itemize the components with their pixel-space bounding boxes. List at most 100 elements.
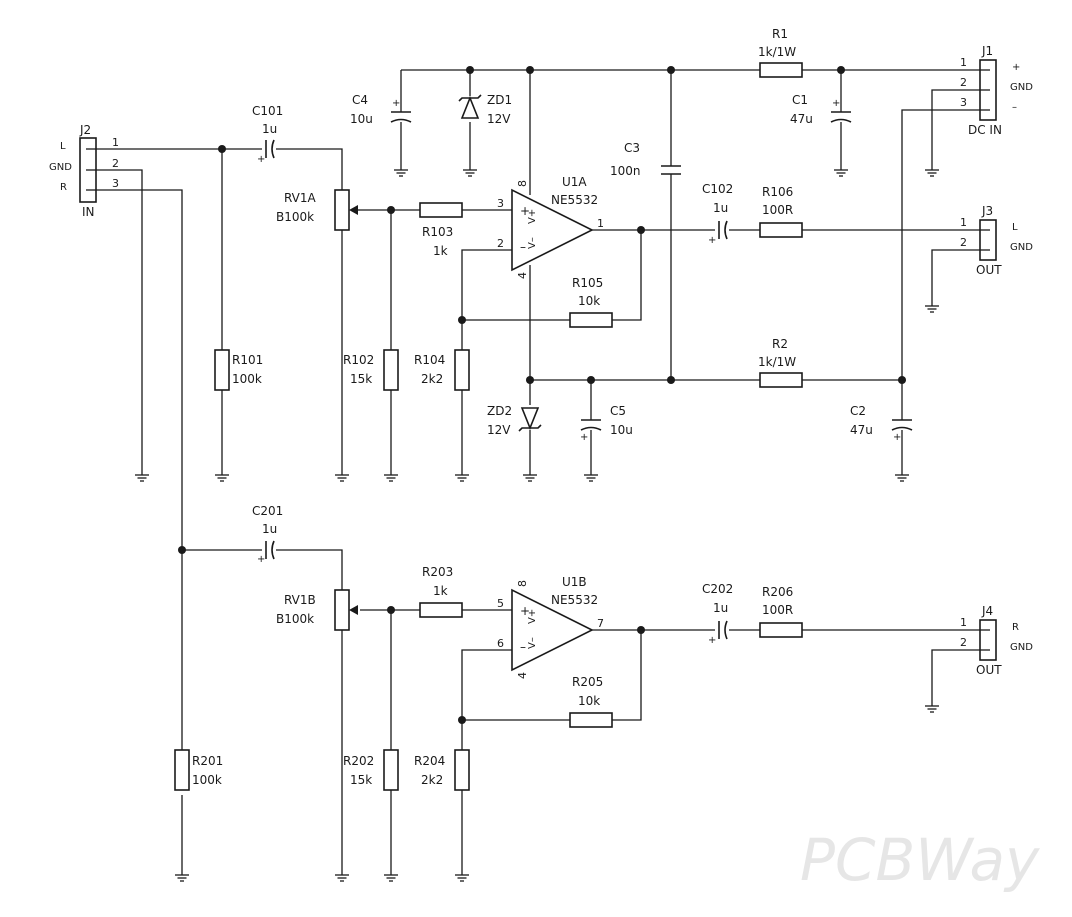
rv1a-value: B100k bbox=[276, 210, 314, 224]
c5-value: 10u bbox=[610, 423, 633, 437]
r205-ref: R205 bbox=[572, 675, 603, 689]
capacitor-c3: C3 100n bbox=[610, 141, 681, 178]
capacitor-c202: + C202 1u bbox=[702, 582, 733, 646]
j4-name: OUT bbox=[976, 663, 1002, 677]
r206-value: 100R bbox=[762, 603, 793, 617]
potentiometer-rv1b: RV1B B100k bbox=[276, 589, 358, 631]
c201-plus: + bbox=[257, 554, 265, 565]
resistor-r103: R103 1k bbox=[419, 202, 463, 258]
u1a-pin-8: 8 bbox=[516, 180, 529, 187]
r204-ref: R204 bbox=[414, 754, 445, 768]
c102-plus: + bbox=[708, 235, 716, 246]
capacitor-c2: + C2 47u bbox=[850, 404, 913, 443]
r202-ref: R202 bbox=[343, 754, 374, 768]
u1a-part: NE5532 bbox=[551, 193, 598, 207]
u1b-ref: U1B bbox=[562, 575, 587, 589]
c101-plus: + bbox=[257, 154, 265, 165]
r205-value: 10k bbox=[578, 694, 600, 708]
r102-value: 15k bbox=[350, 372, 372, 386]
c4-plus: + bbox=[392, 98, 400, 109]
j2-name: IN bbox=[82, 205, 95, 219]
r104-value: 2k2 bbox=[421, 372, 443, 386]
j2-signal-1: L bbox=[60, 141, 66, 152]
c202-plus: + bbox=[708, 635, 716, 646]
c1-value: 47u bbox=[790, 112, 813, 126]
j1-signal-2: GND bbox=[1010, 82, 1033, 93]
junction-dots bbox=[178, 66, 906, 724]
c3-ref: C3 bbox=[624, 141, 640, 155]
r203-ref: R203 bbox=[422, 565, 453, 579]
rv1b-ref: RV1B bbox=[284, 593, 316, 607]
capacitor-c101: + C101 1u bbox=[252, 104, 283, 165]
c2-plus: + bbox=[893, 432, 901, 443]
capacitor-c1: + C1 47u bbox=[790, 93, 852, 126]
capacitor-c4: + C4 10u bbox=[350, 93, 412, 126]
u1a-pin-1: 1 bbox=[597, 217, 604, 230]
resistor-r202: R202 15k bbox=[343, 749, 399, 791]
u1a-pin-2: 2 bbox=[497, 237, 504, 250]
r206-ref: R206 bbox=[762, 585, 793, 599]
u1b-vneg-label: V– bbox=[527, 637, 538, 649]
zener-zd2: ZD2 12V bbox=[487, 404, 542, 437]
j2-signal-3: R bbox=[60, 182, 67, 193]
resistor-r105: R105 10k bbox=[569, 276, 613, 328]
connector-j4: J4 OUT R GND 1 2 bbox=[960, 604, 1033, 677]
resistor-r203: R203 1k bbox=[419, 565, 463, 618]
r203-value: 1k bbox=[433, 584, 448, 598]
j4-pin-1: 1 bbox=[960, 616, 967, 629]
zd2-value: 12V bbox=[487, 423, 511, 437]
u1b-pin-4: 4 bbox=[516, 672, 529, 679]
u1b-pin-5: 5 bbox=[497, 597, 504, 610]
u1a-plus-sign: + bbox=[520, 204, 530, 218]
j2-pin-2: 2 bbox=[112, 157, 119, 170]
r106-value: 100R bbox=[762, 203, 793, 217]
c1-plus: + bbox=[832, 98, 840, 109]
r104-ref: R104 bbox=[414, 353, 445, 367]
j2-pin-1: 1 bbox=[112, 136, 119, 149]
opamp-u1b: + – V+ V– 8 4 5 6 7 U1B NE5532 bbox=[497, 575, 604, 679]
u1b-part: NE5532 bbox=[551, 593, 598, 607]
connector-j2: J2 IN L GND R 1 2 3 bbox=[49, 123, 119, 219]
r106-ref: R106 bbox=[762, 185, 793, 199]
c4-value: 10u bbox=[350, 112, 373, 126]
r1-value: 1k/1W bbox=[758, 45, 796, 59]
r201-ref: R201 bbox=[192, 754, 223, 768]
j3-signal-2: GND bbox=[1010, 242, 1033, 253]
resistor-r102: R102 15k bbox=[343, 349, 399, 391]
c1-ref: C1 bbox=[792, 93, 808, 107]
pcbway-watermark: PCBWay bbox=[800, 826, 1040, 894]
j2-signal-2: GND bbox=[49, 162, 72, 173]
r1-ref: R1 bbox=[772, 27, 788, 41]
j3-pin-2: 2 bbox=[960, 236, 967, 249]
r2-value: 1k/1W bbox=[758, 355, 796, 369]
c202-ref: C202 bbox=[702, 582, 733, 596]
resistor-r205: R205 10k bbox=[569, 675, 613, 728]
capacitor-c201: + C201 1u bbox=[252, 504, 283, 565]
opamp-u1a: + – V+ V– 8 4 3 2 1 U1A NE5532 bbox=[497, 175, 604, 279]
resistor-r206: R206 100R bbox=[759, 585, 803, 638]
ground-symbols bbox=[134, 159, 940, 882]
j4-ref: J4 bbox=[981, 604, 993, 618]
u1b-plus-sign: + bbox=[520, 604, 530, 618]
r103-ref: R103 bbox=[422, 225, 453, 239]
c202-value: 1u bbox=[713, 601, 728, 615]
zd2-ref: ZD2 bbox=[487, 404, 512, 418]
j4-pin-2: 2 bbox=[960, 636, 967, 649]
u1a-pin-3: 3 bbox=[497, 197, 504, 210]
r201-value: 100k bbox=[192, 773, 222, 787]
u1a-minus-sign: – bbox=[520, 240, 526, 254]
j3-name: OUT bbox=[976, 263, 1002, 277]
c4-ref: C4 bbox=[352, 93, 368, 107]
resistor-r106: R106 100R bbox=[759, 185, 803, 238]
capacitor-c5: + C5 10u bbox=[580, 404, 633, 443]
r101-ref: R101 bbox=[232, 353, 263, 367]
c101-ref: C101 bbox=[252, 104, 283, 118]
r102-ref: R102 bbox=[343, 353, 374, 367]
u1b-minus-sign: – bbox=[520, 640, 526, 654]
potentiometer-rv1a: RV1A B100k bbox=[276, 189, 360, 231]
connector-j1: J1 DC IN + GND – 1 2 3 bbox=[960, 44, 1033, 137]
resistor-r204: R204 2k2 bbox=[414, 749, 470, 791]
j2-pin-3: 3 bbox=[112, 177, 119, 190]
r105-value: 10k bbox=[578, 294, 600, 308]
